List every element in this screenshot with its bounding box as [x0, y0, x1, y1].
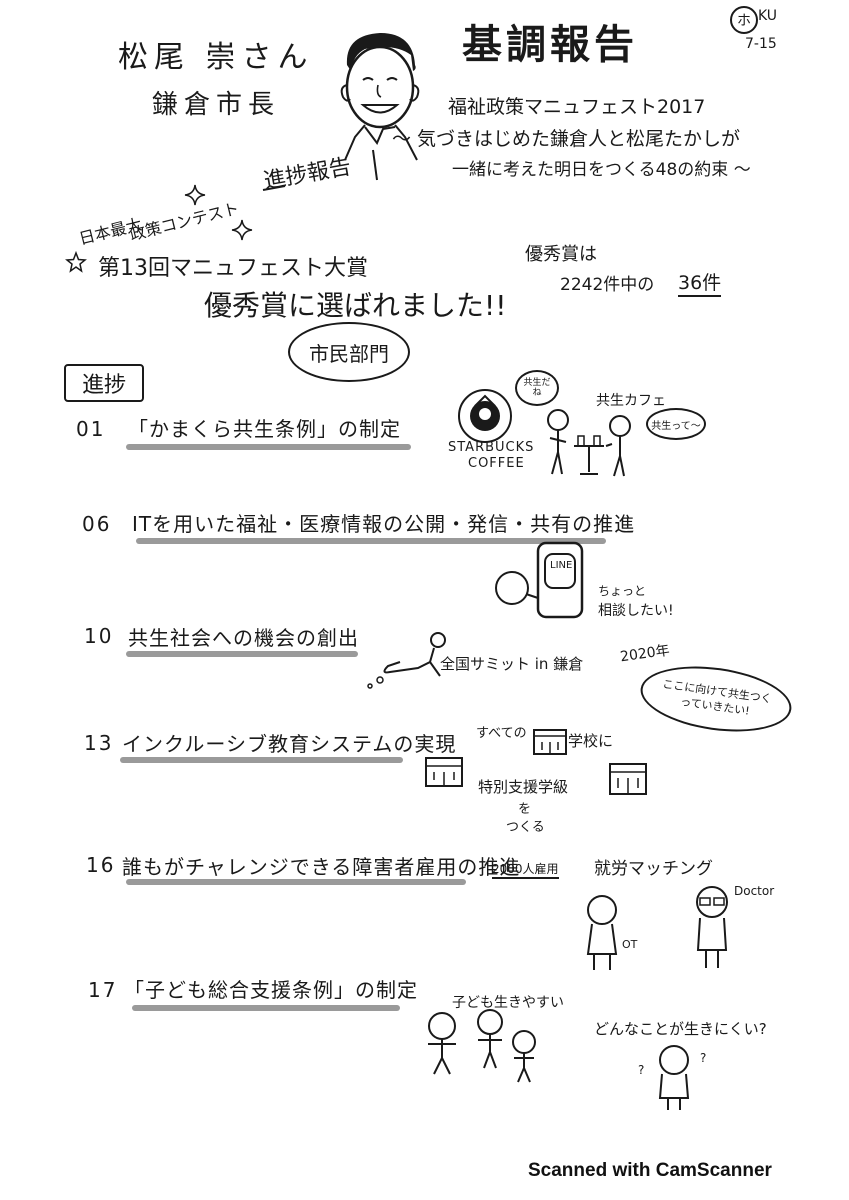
stamp-ku: KU — [758, 8, 778, 24]
school-text-5: つくる — [506, 820, 545, 835]
summit-bubble-text: ここに向けて共生つくっていきたい! — [661, 677, 773, 718]
item-number: 17 — [88, 978, 118, 1002]
line-app-label: LINE — [550, 560, 573, 571]
manifesto-subtitle-2: 一緒に考えた明日をつくる48の約束 〜 — [452, 160, 751, 180]
item-number: 10 — [84, 624, 114, 648]
scanner-watermark: Scanned with CamScanner — [528, 1160, 772, 1181]
school-text-1: すべての — [476, 726, 527, 741]
item-text: 「かまくら共生条例」の制定 — [128, 417, 401, 441]
section-label-box: 進捗 — [64, 364, 144, 402]
cafe-people-icon — [547, 409, 631, 477]
item-text: ITを用いた福祉・医療情報の公開・発信・共有の推進 — [132, 512, 636, 536]
kids-icon — [428, 1009, 536, 1083]
date-label: 7-15 — [745, 36, 777, 52]
kids-hard-label: どんなことが生きにくい? — [594, 1020, 767, 1038]
school-building-icon — [533, 729, 567, 755]
worried-child-icon: ? ? — [638, 1045, 706, 1110]
line-caption-2: 相談したい! — [598, 603, 674, 619]
sparkle-icon — [184, 184, 206, 206]
starbucks-logo-icon — [458, 389, 512, 443]
award-stats-count: 36件 — [678, 268, 722, 297]
star-icon — [65, 250, 87, 273]
school-text-4: を — [518, 802, 532, 817]
author-stamp: ホ — [730, 6, 758, 34]
ot-label: OT — [622, 938, 638, 951]
speech-bubble: 共生って〜 — [646, 408, 706, 440]
speaker-name: 松尾 崇さん — [118, 40, 314, 75]
progress-report-bracket — [262, 149, 378, 191]
employment-label: 2000人雇用 — [492, 860, 559, 879]
kids-easy-label: 子ども生きやすい — [452, 995, 564, 1011]
starbucks-text-2: COFFEE — [468, 456, 525, 471]
award-line-3: 第13回マニュフェスト大賞 — [98, 256, 368, 281]
svg-text:?: ? — [638, 1063, 644, 1077]
item-text: 誰もがチャレンジできる障害者雇用の推進 — [122, 855, 521, 879]
doctor-label: Doctor — [734, 884, 775, 898]
item-underline — [120, 757, 403, 763]
award-stats-total: 2242件中の — [560, 275, 655, 295]
summit-speech-bubble: ここに向けて共生つくっていきたい! — [636, 657, 796, 741]
line-caption-1: ちょっと — [598, 584, 647, 598]
item-number: 13 — [84, 731, 114, 755]
speaker-portrait-icon — [340, 33, 420, 161]
speech-bubble: 共生だね — [515, 370, 559, 406]
award-line-2: 政策コンテスト — [127, 198, 242, 245]
kyosei-cafe-label: 共生カフェ — [596, 393, 666, 409]
item-underline — [126, 651, 358, 657]
item-underline — [136, 538, 606, 544]
item-underline — [126, 444, 411, 450]
smartphone-icon — [536, 541, 584, 619]
page-title: 基調報告 — [462, 22, 638, 68]
speaker-role: 鎌倉市長 — [152, 90, 281, 120]
school-text-3: 特別支援学級 — [478, 778, 569, 796]
award-category-bubble: 市民部門 — [288, 322, 410, 382]
worker-person-icon — [586, 895, 618, 970]
award-category: 市民部門 — [309, 341, 389, 366]
sparkle-icon — [231, 219, 253, 241]
runner-icon — [367, 632, 446, 689]
school-building-icon — [609, 763, 647, 795]
award-stats-label: 優秀賞は — [525, 244, 597, 265]
item-text: インクルーシブ教育システムの実現 — [122, 732, 457, 756]
stamp-mark: ホ — [737, 13, 751, 29]
section-label: 進捗 — [81, 373, 126, 398]
item-underline — [126, 879, 466, 885]
svg-text:?: ? — [700, 1051, 706, 1065]
bubble-kyosei2-text: 共生って〜 — [651, 420, 701, 432]
school-building-icon — [425, 757, 463, 787]
item-number: 01 — [76, 417, 106, 441]
manifesto-title: 福祉政策マニュフェスト2017 — [448, 96, 706, 118]
matching-label: 就労マッチング — [594, 859, 713, 879]
manifesto-subtitle-1: 〜 気づきはじめた鎌倉人と松尾たかしが — [392, 128, 741, 150]
summit-label: 全国サミット in 鎌倉 — [440, 655, 584, 673]
doctor-person-icon — [696, 886, 728, 968]
starbucks-text-1: STARBUCKS — [448, 440, 535, 455]
item-text: 「子ども総合支援条例」の制定 — [124, 978, 418, 1002]
item-number: 16 — [86, 853, 116, 877]
bubble-kyosei-text: 共生だね — [523, 378, 551, 398]
item-underline — [132, 1005, 400, 1011]
summit-year: 2020年 — [619, 642, 671, 666]
item-number: 06 — [82, 512, 112, 536]
person-icon — [495, 571, 539, 605]
award-line-4: 優秀賞に選ばれました!! — [204, 289, 507, 322]
item-text: 共生社会への機会の創出 — [128, 626, 359, 650]
school-text-2: 学校に — [568, 732, 614, 750]
